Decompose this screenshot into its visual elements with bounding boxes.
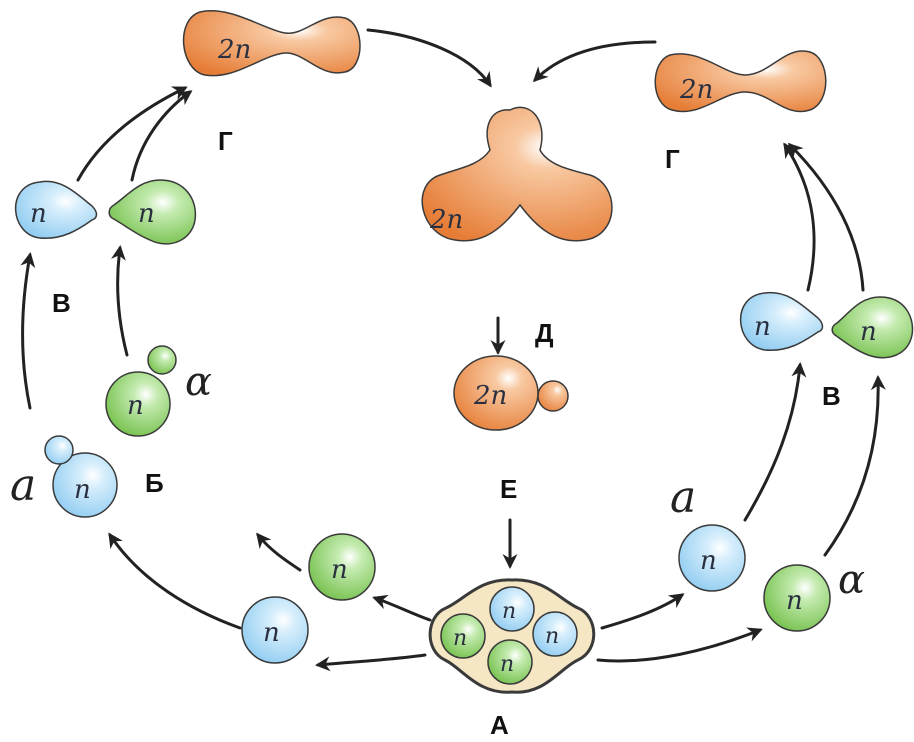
diploid-cell-center: 2n [422, 107, 612, 240]
arrow-left-green-to-diploid [132, 92, 190, 180]
arrow-ascus-to-left-green [375, 598, 430, 620]
haploid-a-shmoo-left: n [16, 181, 97, 238]
diploid-cell-d: 2n [454, 356, 568, 430]
ploidy-label: n [453, 626, 467, 651]
haploid-alpha-right-spore: n α [764, 557, 865, 631]
ploidy-label: n [74, 475, 91, 505]
stage-label-e: Е [500, 474, 517, 504]
stage-label-g-right: Г [665, 144, 680, 174]
diploid-budding-cell [184, 11, 360, 76]
haploid-a-budding-left: n a [10, 436, 117, 517]
arrow-left-up-green [118, 248, 127, 355]
arrow-blue-to-budding-a [110, 535, 240, 628]
arrow-green-to-left [258, 535, 300, 570]
arrow-ascus-to-left-blue [318, 655, 425, 665]
ploidy-label: 2n [473, 381, 507, 411]
ploidy-label: 2n [429, 205, 463, 235]
stage-label-v-right: В [822, 381, 841, 411]
arrow-ascus-to-right-green [598, 630, 760, 661]
ploidy-label: n [545, 624, 559, 649]
haploid-a-right-spore: n a [670, 472, 745, 591]
stage-label-b: Б [145, 468, 164, 498]
blue-bud [45, 436, 73, 464]
ploidy-label: n [138, 199, 155, 229]
arrow-left-up-blue [23, 255, 31, 408]
stage-label-d: Д [535, 318, 554, 348]
mating-type-a-label: a [10, 460, 36, 511]
cycle-arrows [23, 30, 879, 665]
ploidy-label: n [30, 199, 47, 229]
mating-type-a-label: a [670, 472, 696, 523]
haploid-a-left-spore: n [242, 597, 308, 663]
ploidy-label: n [331, 555, 348, 585]
arrow-ascus-to-right-blue [602, 595, 682, 628]
ploidy-label: n [127, 391, 144, 421]
diploid-bud [538, 381, 568, 411]
diploid-cell-top-right: 2n [655, 51, 826, 112]
haploid-alpha-shmoo-right: n [832, 297, 912, 358]
green-bud [148, 346, 176, 374]
haploid-alpha-shmoo-left: n [109, 180, 195, 244]
stage-label-a: А [490, 710, 509, 740]
ploidy-label: n [860, 317, 877, 347]
arrow-left-blue-to-diploid [78, 88, 185, 180]
ploidy-label: n [754, 312, 771, 342]
ploidy-label: 2n [217, 35, 251, 65]
ploidy-label: n [500, 652, 514, 677]
haploid-alpha-budding-left: n α [106, 346, 212, 436]
ploidy-label: n [263, 618, 280, 648]
stage-label-g-left: Г [218, 126, 233, 156]
shmoo-cell-blue [16, 181, 97, 238]
arrow-right-up-blue [745, 365, 800, 520]
ploidy-label: n [786, 586, 803, 616]
haploid-a-shmoo-right: n [741, 293, 823, 351]
diploid-cell-top-left: 2n [184, 11, 360, 76]
ploidy-label: n [700, 546, 717, 576]
arrow-top-right-to-center [535, 42, 655, 80]
mating-type-alpha-label: α [838, 557, 865, 603]
haploid-alpha-left-spore: n [309, 534, 375, 600]
mating-type-alpha-label: α [185, 359, 212, 405]
arrow-top-left-to-center [368, 30, 490, 85]
ploidy-label: n [502, 599, 516, 624]
arrow-right-green-to-diploid [790, 145, 863, 290]
ascus-with-four-spores: n n n n [430, 580, 594, 692]
shmoo-cell-blue [741, 293, 823, 351]
stage-label-v-left: В [52, 288, 71, 318]
ploidy-label: 2n [679, 75, 713, 105]
